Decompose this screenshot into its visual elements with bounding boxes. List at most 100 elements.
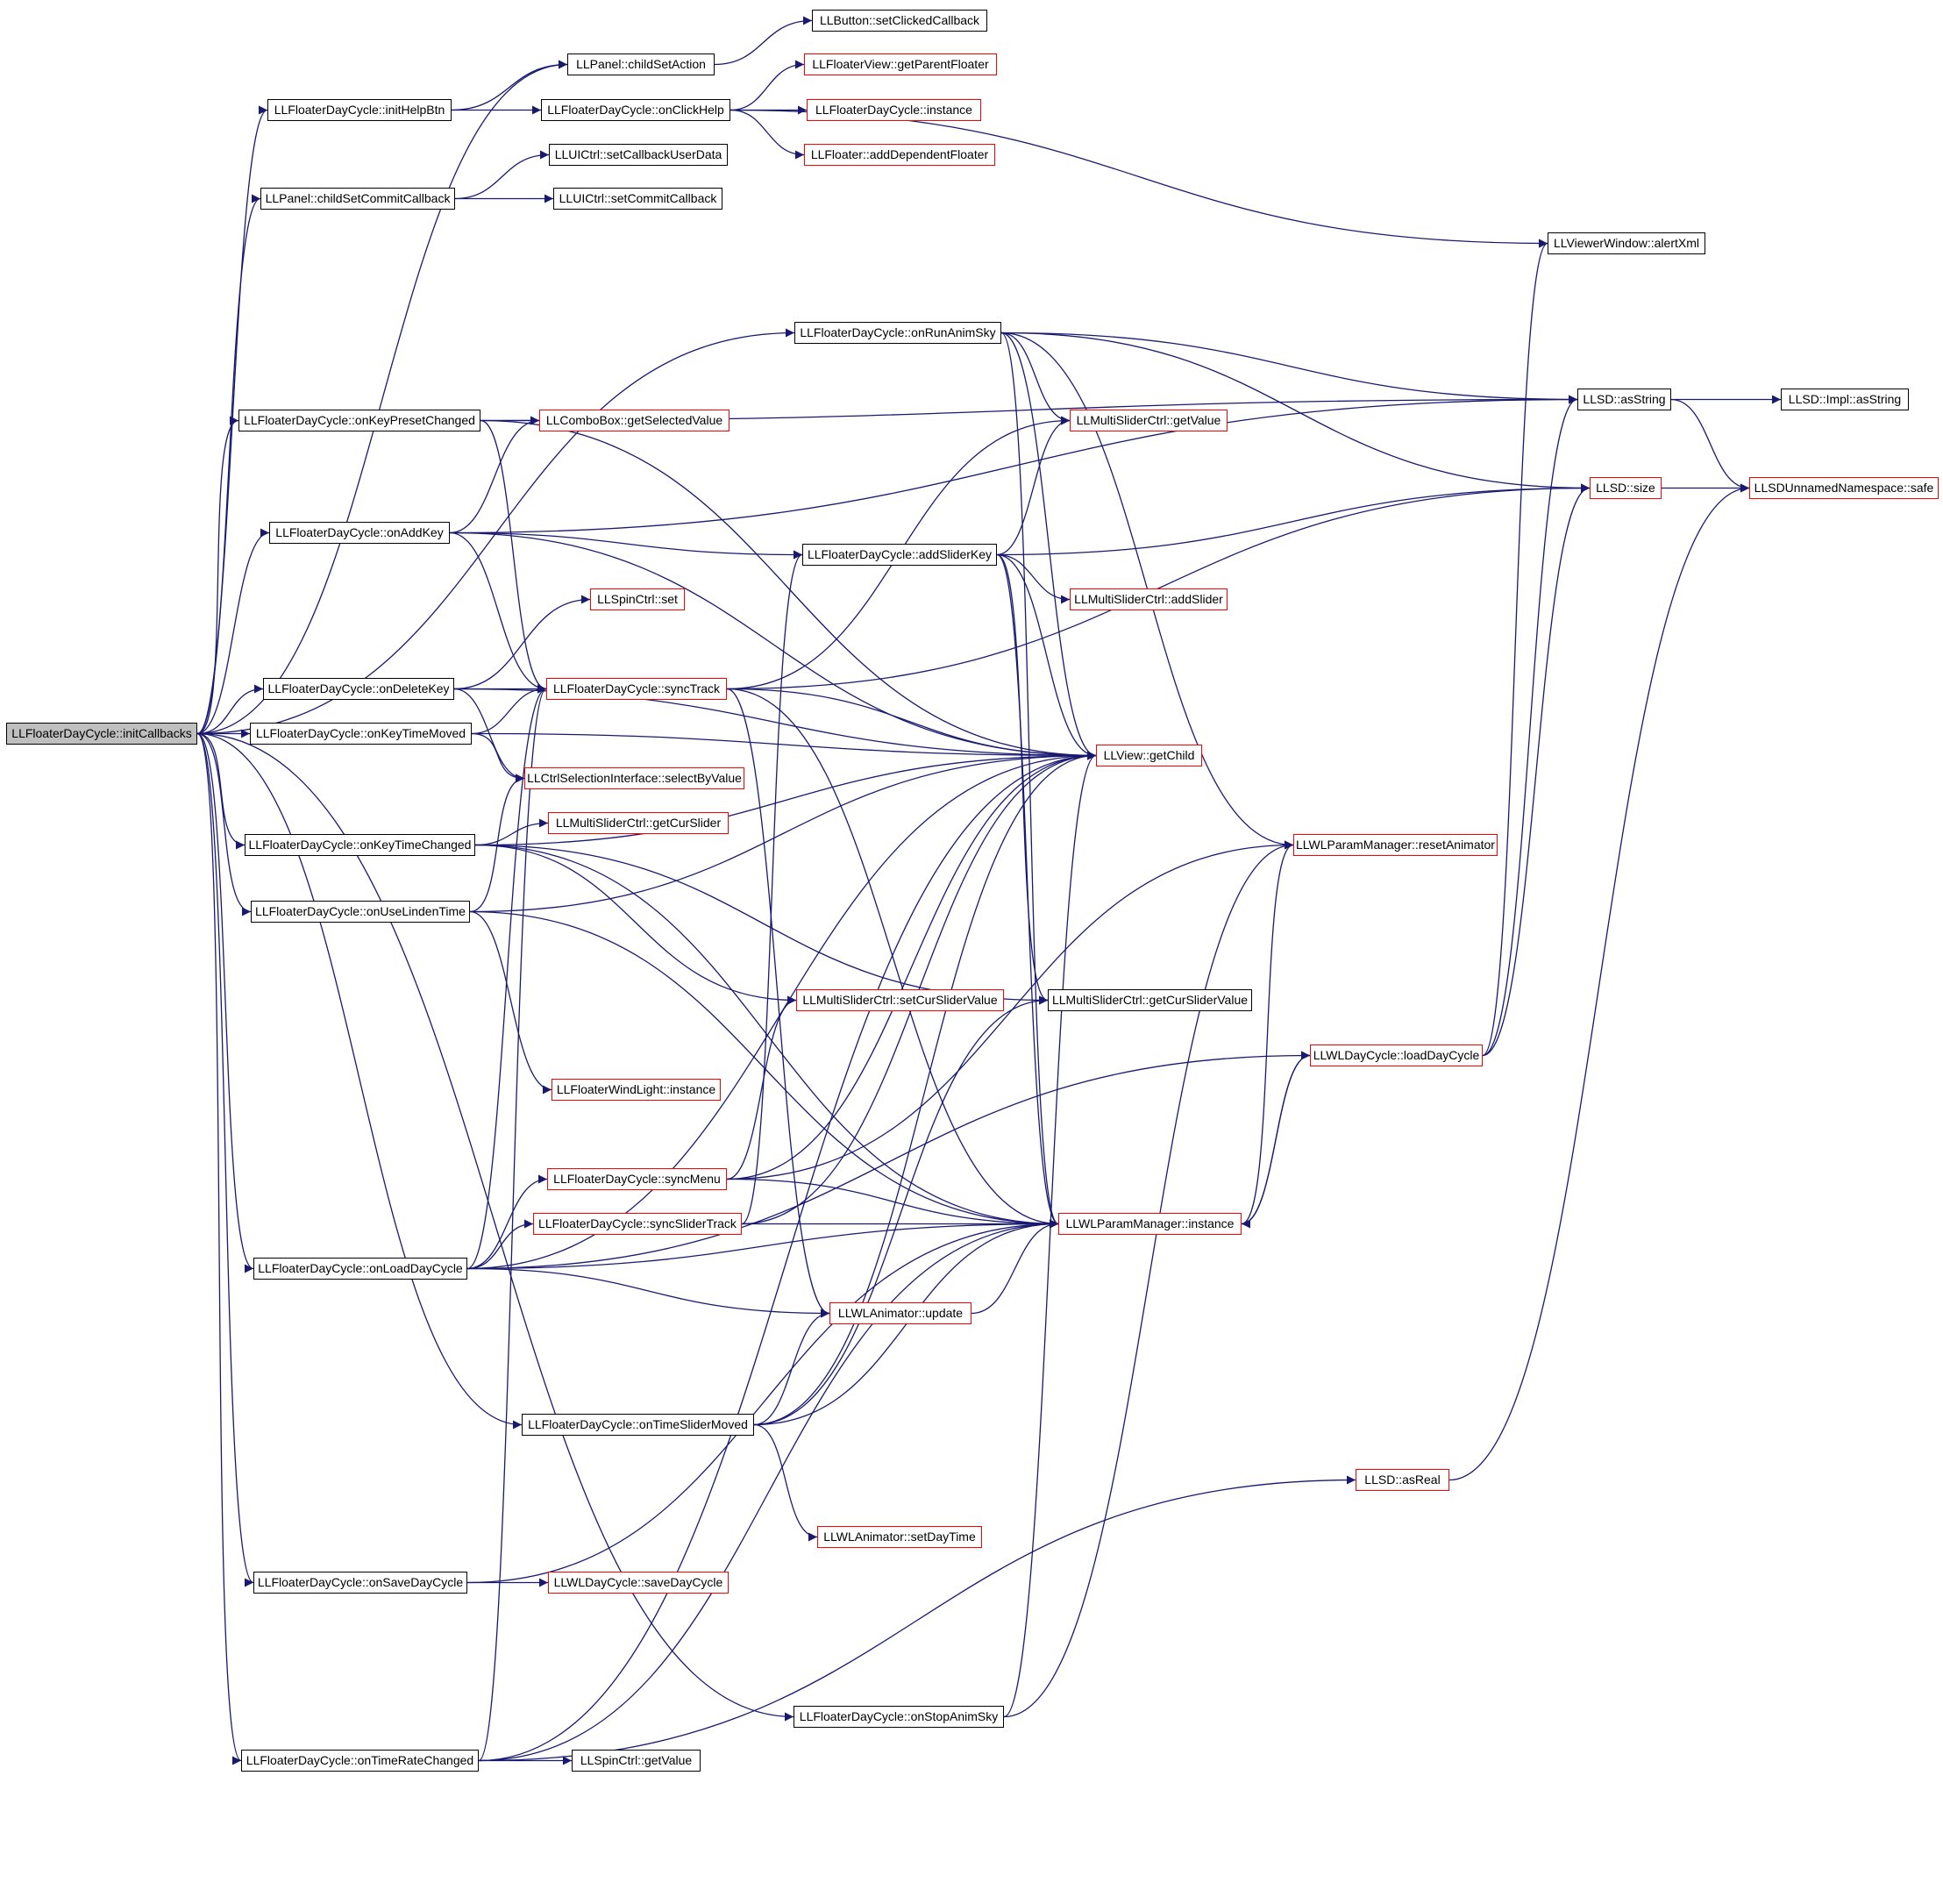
edge-sync-track-to-anim-update	[726, 688, 830, 1318]
edge-on-add-key-to-as-string	[449, 395, 1578, 534]
edge-init-callbacks-to-on-load-day-cycle	[196, 732, 254, 1273]
edge-on-click-help-to-alert-xml	[730, 109, 1548, 248]
edge-on-stop-anim-sky-to-reset-animator	[1003, 840, 1294, 1718]
edge-on-load-day-cycle-to-get-child	[466, 751, 1097, 1270]
edge-init-callbacks-to-on-stop-anim-sky	[196, 732, 794, 1722]
node-on-key-preset-changed[interactable]: LLFloaterDayCycle::onKeyPresetChanged	[238, 410, 480, 431]
edge-init-callbacks-to-on-save-day-cycle	[196, 732, 254, 1587]
edge-on-key-time-changed-to-get-child	[474, 751, 1097, 846]
edge-on-load-day-cycle-to-sync-track	[466, 684, 547, 1270]
node-set-day-time[interactable]: LLWLAnimator::setDayTime	[817, 1526, 982, 1548]
node-load-day-cycle[interactable]: LLWLDayCycle::loadDayCycle	[1310, 1045, 1483, 1066]
edge-init-help-btn-to-child-set-action	[451, 60, 568, 111]
node-ms-get-value[interactable]: LLMultiSliderCtrl::getValue	[1070, 410, 1228, 431]
edge-sync-menu-to-reset-animator	[726, 840, 1294, 1180]
edge-add-slider-key-to-add-slider	[996, 553, 1071, 604]
edge-child-set-action-to-set-clicked-callback	[714, 16, 813, 66]
edge-add-slider-key-to-llsd-size	[996, 483, 1591, 556]
node-child-set-action[interactable]: LLPanel::childSetAction	[567, 53, 715, 75]
edge-init-callbacks-to-on-delete-key	[196, 684, 264, 735]
node-on-use-linden-time[interactable]: LLFloaterDayCycle::onUseLindenTime	[251, 901, 470, 923]
edge-add-slider-key-to-wlpm-instance	[996, 553, 1059, 1229]
node-alert-xml[interactable]: LLViewerWindow::alertXml	[1548, 232, 1705, 254]
edge-init-callbacks-to-child-set-commit-callback	[196, 194, 261, 735]
edge-child-set-commit-callback-to-set-callback-user-data	[454, 150, 550, 200]
edge-on-load-day-cycle-to-sync-slider-track	[466, 1219, 534, 1270]
edge-add-slider-key-to-get-child	[996, 553, 1097, 760]
edge-on-delete-key-to-spin-set	[453, 595, 591, 690]
node-save-day-cycle[interactable]: LLWLDayCycle::saveDayCycle	[548, 1572, 729, 1594]
edge-on-key-time-changed-to-wlpm-instance	[474, 844, 1059, 1229]
edge-on-time-rate-changed-to-sync-track	[478, 684, 547, 1762]
node-on-key-time-changed[interactable]: LLFloaterDayCycle::onKeyTimeChanged	[245, 834, 475, 856]
node-set-callback-user-data[interactable]: LLUICtrl::setCallbackUserData	[549, 144, 728, 166]
node-llsd-size[interactable]: LLSD::size	[1590, 477, 1662, 499]
edge-on-key-time-changed-to-get-cur-slider-value	[474, 844, 1049, 1005]
node-get-cur-slider-value[interactable]: LLMultiSliderCtrl::getCurSliderValue	[1048, 989, 1252, 1011]
edge-on-stop-anim-sky-to-get-child	[1003, 751, 1097, 1718]
node-spin-get-value[interactable]: LLSpinCtrl::getValue	[572, 1750, 701, 1772]
node-as-string[interactable]: LLSD::asString	[1577, 389, 1671, 410]
edge-sync-track-to-get-child	[726, 688, 1097, 760]
node-on-stop-anim-sky[interactable]: LLFloaterDayCycle::onStopAnimSky	[794, 1706, 1004, 1728]
node-set-clicked-callback[interactable]: LLButton::setClickedCallback	[812, 10, 987, 32]
edge-on-add-key-to-sync-track	[449, 531, 547, 694]
edge-load-day-cycle-to-alert-xml	[1482, 239, 1548, 1057]
edge-init-callbacks-to-on-key-time-changed	[196, 732, 246, 850]
node-wlpm-instance[interactable]: LLWLParamManager::instance	[1058, 1213, 1242, 1235]
edge-on-run-anim-sky-to-as-string	[1000, 332, 1578, 404]
edge-init-callbacks-to-on-key-preset-changed	[196, 416, 239, 735]
node-set-cur-slider-value[interactable]: LLMultiSliderCtrl::setCurSliderValue	[796, 989, 1004, 1011]
edge-as-real-to-safe	[1448, 483, 1750, 1481]
edge-on-time-slider-moved-to-set-day-time	[753, 1423, 818, 1542]
node-add-slider-key[interactable]: LLFloaterDayCycle::addSliderKey	[802, 544, 997, 566]
node-on-click-help[interactable]: LLFloaterDayCycle::onClickHelp	[541, 99, 730, 121]
node-on-save-day-cycle[interactable]: LLFloaterDayCycle::onSaveDayCycle	[253, 1572, 467, 1594]
node-get-parent-floater[interactable]: LLFloaterView::getParentFloater	[804, 53, 997, 75]
edge-on-key-time-moved-to-select-by-value	[471, 732, 525, 783]
node-safe[interactable]: LLSDUnnamedNamespace::safe	[1749, 477, 1939, 499]
node-anim-update[interactable]: LLWLAnimator::update	[829, 1302, 972, 1324]
node-init-help-btn[interactable]: LLFloaterDayCycle::initHelpBtn	[267, 99, 452, 121]
node-on-add-key[interactable]: LLFloaterDayCycle::onAddKey	[269, 522, 450, 544]
node-fwl-instance[interactable]: LLFloaterWindLight::instance	[552, 1079, 721, 1101]
node-get-cur-slider[interactable]: LLMultiSliderCtrl::getCurSlider	[548, 812, 729, 834]
node-as-real[interactable]: LLSD::asReal	[1356, 1469, 1449, 1491]
node-set-commit-callback[interactable]: LLUICtrl::setCommitCallback	[553, 188, 722, 210]
node-fdc-instance[interactable]: LLFloaterDayCycle::instance	[807, 99, 981, 121]
node-get-selected-value[interactable]: LLComboBox::getSelectedValue	[539, 410, 730, 431]
node-reset-animator[interactable]: LLWLParamManager::resetAnimator	[1293, 834, 1498, 856]
node-on-delete-key[interactable]: LLFloaterDayCycle::onDeleteKey	[263, 678, 454, 700]
edge-on-load-day-cycle-to-load-day-cycle	[466, 1051, 1311, 1270]
node-sync-slider-track[interactable]: LLFloaterDayCycle::syncSliderTrack	[533, 1213, 742, 1235]
node-add-slider[interactable]: LLMultiSliderCtrl::addSlider	[1070, 588, 1228, 610]
edge-on-time-rate-changed-to-as-real	[478, 1475, 1356, 1762]
edge-on-run-anim-sky-to-wlpm-instance	[1000, 332, 1059, 1229]
edge-add-slider-key-to-ms-get-value	[996, 416, 1071, 556]
node-sync-track[interactable]: LLFloaterDayCycle::syncTrack	[546, 678, 727, 700]
node-init-callbacks[interactable]: LLFloaterDayCycle::initCallbacks	[6, 723, 197, 745]
edge-on-run-anim-sky-to-get-child	[1000, 332, 1097, 760]
node-sync-menu[interactable]: LLFloaterDayCycle::syncMenu	[547, 1168, 727, 1190]
node-get-child[interactable]: LLView::getChild	[1096, 745, 1202, 767]
edge-on-use-linden-time-to-fwl-instance	[469, 910, 552, 1095]
edge-as-string-to-safe	[1670, 398, 1750, 493]
node-on-time-slider-moved[interactable]: LLFloaterDayCycle::onTimeSliderMoved	[522, 1414, 754, 1436]
node-on-run-anim-sky[interactable]: LLFloaterDayCycle::onRunAnimSky	[794, 322, 1001, 344]
node-select-by-value[interactable]: LLCtrlSelectionInterface::selectByValue	[524, 767, 744, 789]
node-on-time-rate-changed[interactable]: LLFloaterDayCycle::onTimeRateChanged	[241, 1750, 479, 1772]
edge-on-key-preset-changed-to-get-child	[480, 419, 1097, 760]
node-on-load-day-cycle[interactable]: LLFloaterDayCycle::onLoadDayCycle	[253, 1258, 467, 1280]
edge-on-load-day-cycle-to-sync-menu	[466, 1174, 548, 1270]
edge-on-key-time-moved-to-sync-track	[471, 684, 547, 735]
node-spin-set[interactable]: LLSpinCtrl::set	[590, 588, 685, 610]
node-child-set-commit-callback[interactable]: LLPanel::childSetCommitCallback	[260, 188, 455, 210]
node-on-key-time-moved[interactable]: LLFloaterDayCycle::onKeyTimeMoved	[250, 723, 472, 745]
node-add-dependent-floater[interactable]: LLFloater::addDependentFloater	[804, 144, 995, 166]
edge-on-use-linden-time-to-get-child	[469, 751, 1097, 913]
edge-on-key-time-changed-to-set-cur-slider-value	[474, 844, 797, 1005]
node-impl-as-string[interactable]: LLSD::Impl::asString	[1781, 389, 1909, 410]
edge-wlpm-instance-to-reset-animator	[1241, 840, 1294, 1225]
edge-on-time-slider-moved-to-get-child	[753, 751, 1097, 1426]
